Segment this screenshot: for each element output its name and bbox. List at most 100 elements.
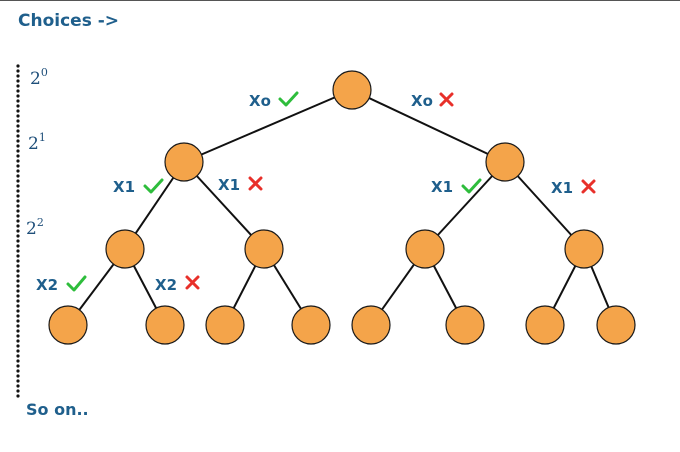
dot xyxy=(16,224,20,228)
tree-node-l3-8 xyxy=(596,305,636,345)
dot xyxy=(16,179,20,183)
level-marker-2: 22 xyxy=(26,216,44,239)
level-1-exp: 1 xyxy=(39,131,46,144)
dot xyxy=(16,139,20,143)
dot xyxy=(16,314,20,318)
dot xyxy=(16,284,20,288)
dot xyxy=(16,149,20,153)
edge-label-x1-yes-left: X1 xyxy=(113,178,164,196)
level-0-base: 2 xyxy=(30,69,41,89)
tree-node-l2-3 xyxy=(405,229,445,269)
label-x1-yes-right-text: X1 xyxy=(431,178,453,196)
cross-icon xyxy=(581,179,596,194)
dot xyxy=(16,334,20,338)
dot xyxy=(16,209,20,213)
edge-label-x1-no-right: X1 xyxy=(551,179,596,197)
label-x0-yes-text: Xo xyxy=(249,92,271,110)
dot xyxy=(16,239,20,243)
dot xyxy=(16,94,20,98)
svg-text:21: 21 xyxy=(28,131,46,154)
dot xyxy=(16,129,20,133)
dot xyxy=(16,89,20,93)
edge-label-x2-yes: X2 xyxy=(36,275,87,294)
dot xyxy=(16,274,20,278)
dot xyxy=(16,159,20,163)
dot xyxy=(16,79,20,83)
tree-node-l3-4 xyxy=(291,305,331,345)
dot xyxy=(16,254,20,258)
tree-node-l3-1 xyxy=(48,305,88,345)
level-1-base: 2 xyxy=(28,134,39,154)
tree-node-l3-3 xyxy=(205,305,245,345)
dot xyxy=(16,294,20,298)
dot xyxy=(16,69,20,73)
footer-note: So on.. xyxy=(26,400,89,419)
dot xyxy=(16,144,20,148)
dot xyxy=(16,309,20,313)
dot xyxy=(16,119,20,123)
tree-node-l3-6 xyxy=(445,305,485,345)
edge-root-left xyxy=(183,89,353,163)
dot xyxy=(16,194,20,198)
dot xyxy=(16,154,20,158)
tree-node-l3-2 xyxy=(145,305,185,345)
tree-node-l2-4 xyxy=(564,229,604,269)
dot xyxy=(16,394,20,398)
tree-node-l1-left xyxy=(164,142,204,182)
dot xyxy=(16,174,20,178)
svg-text:20: 20 xyxy=(30,66,48,89)
dot xyxy=(16,269,20,273)
dot xyxy=(16,249,20,253)
tree-node-l1-right xyxy=(485,142,525,182)
cross-icon xyxy=(248,176,263,191)
edge-r1-left xyxy=(424,161,506,250)
dot xyxy=(16,234,20,238)
dot xyxy=(16,374,20,378)
dot xyxy=(16,369,20,373)
check-icon xyxy=(461,178,482,194)
dot xyxy=(16,204,20,208)
cross-icon xyxy=(185,275,200,290)
dot xyxy=(16,299,20,303)
check-icon xyxy=(143,178,164,194)
dot xyxy=(16,344,20,348)
dotted-level-line xyxy=(16,64,20,398)
dot xyxy=(16,64,20,68)
dot xyxy=(16,84,20,88)
dot xyxy=(16,279,20,283)
dot xyxy=(16,379,20,383)
label-x2-no-text: X2 xyxy=(155,276,177,294)
tree-node-root xyxy=(332,70,372,110)
label-x1-yes-left-text: X1 xyxy=(113,178,135,196)
dot xyxy=(16,364,20,368)
check-icon xyxy=(66,275,87,292)
page-title: Choices -> xyxy=(18,11,120,31)
dot xyxy=(16,329,20,333)
dot xyxy=(16,359,20,363)
dot xyxy=(16,229,20,233)
edge-l1-right xyxy=(183,161,265,250)
dot xyxy=(16,354,20,358)
dot xyxy=(16,389,20,393)
tree-node-l3-7 xyxy=(525,305,565,345)
dot xyxy=(16,189,20,193)
edge-label-x1-yes-right: X1 xyxy=(431,178,482,196)
edge-label-x0-no: Xo xyxy=(411,92,454,110)
level-2-exp: 2 xyxy=(37,216,44,229)
tree-node-l2-2 xyxy=(244,229,284,269)
svg-text:22: 22 xyxy=(26,216,44,239)
dot xyxy=(16,164,20,168)
dot xyxy=(16,324,20,328)
dot xyxy=(16,214,20,218)
dot xyxy=(16,99,20,103)
edge-label-x1-no-left: X1 xyxy=(218,176,263,194)
dot xyxy=(16,339,20,343)
edge-root-right xyxy=(351,89,506,163)
level-0-exp: 0 xyxy=(41,66,48,79)
dot xyxy=(16,109,20,113)
dot xyxy=(16,384,20,388)
tree-node-l3-5 xyxy=(351,305,391,345)
dot xyxy=(16,104,20,108)
top-divider xyxy=(0,0,680,1)
